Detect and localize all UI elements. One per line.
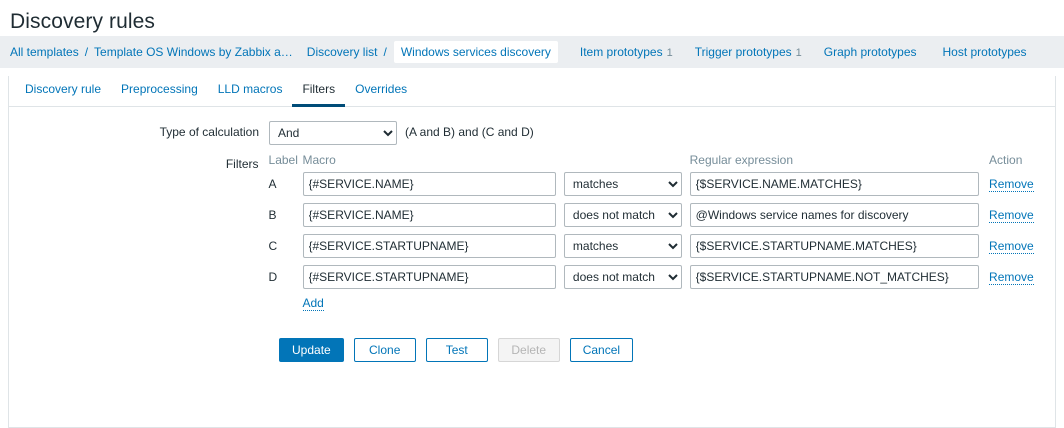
macro-input-b[interactable] xyxy=(303,203,556,227)
filters-row: Filters Label Macro Regular expression A… xyxy=(9,153,1055,317)
row-regex-cell-d xyxy=(682,265,979,296)
row-action-cell-d: Remove xyxy=(979,265,1055,296)
nav-host-prototypes[interactable]: Host prototypes xyxy=(943,45,1031,59)
operator-select-c[interactable]: matches xyxy=(564,234,682,258)
breadcrumb-item-all-templates[interactable]: All templates xyxy=(10,45,79,59)
row-operator-cell-c: matches xyxy=(556,234,682,265)
header-regular-expression: Regular expression xyxy=(682,153,979,172)
type-of-calculation-select[interactable]: And/Or And Or Custom expression xyxy=(269,121,397,145)
row-label-c: C xyxy=(269,234,303,265)
operator-select-d[interactable]: does not match xyxy=(564,265,682,289)
content-panel: Discovery rule Preprocessing LLD macros … xyxy=(8,76,1056,428)
remove-link-a[interactable]: Remove xyxy=(989,177,1034,192)
update-button[interactable]: Update xyxy=(279,338,344,362)
nav-graph-prototypes[interactable]: Graph prototypes xyxy=(824,45,921,59)
remove-link-c[interactable]: Remove xyxy=(989,239,1034,254)
row-regex-cell-b xyxy=(682,203,979,234)
form-actions: Update Clone Test Delete Cancel xyxy=(9,338,1055,362)
breadcrumb-item-current: Windows services discovery xyxy=(394,41,558,63)
row-operator-cell-d: does not match xyxy=(556,265,682,296)
page-title: Discovery rules xyxy=(0,0,1064,36)
remove-link-b[interactable]: Remove xyxy=(989,208,1034,223)
regex-input-c[interactable] xyxy=(690,234,979,258)
header-macro: Macro xyxy=(303,153,556,172)
filters-table-header-row: Label Macro Regular expression Action xyxy=(269,153,1055,172)
regex-input-b[interactable] xyxy=(690,203,979,227)
type-of-calculation-label: Type of calculation xyxy=(9,121,269,139)
delete-button: Delete xyxy=(498,338,560,362)
filters-table: Label Macro Regular expression Action A xyxy=(269,153,1055,317)
operator-select-b[interactable]: does not match xyxy=(564,203,682,227)
breadcrumb-item-discovery-list[interactable]: Discovery list xyxy=(307,45,378,59)
table-row: A matches xyxy=(269,172,1055,203)
header-label: Label xyxy=(269,153,303,172)
row-action-cell-a: Remove xyxy=(979,172,1055,203)
filters-add-row: Add xyxy=(269,296,1055,317)
nav-host-prototypes-label: Host prototypes xyxy=(943,45,1027,59)
table-row: D does not match xyxy=(269,265,1055,296)
nav-trigger-prototypes[interactable]: Trigger prototypes 1 xyxy=(695,45,802,59)
row-macro-cell-b xyxy=(303,203,556,234)
breadcrumb-separator: / xyxy=(79,45,94,59)
row-action-cell-c: Remove xyxy=(979,234,1055,265)
nav-graph-prototypes-label: Graph prototypes xyxy=(824,45,917,59)
row-macro-cell-d xyxy=(303,265,556,296)
type-of-calculation-row: Type of calculation And/Or And Or Custom… xyxy=(9,121,1055,145)
test-button[interactable]: Test xyxy=(426,338,488,362)
breadcrumb: All templates / Template OS Windows by Z… xyxy=(0,36,1064,68)
filters-label: Filters xyxy=(9,153,269,171)
cancel-button[interactable]: Cancel xyxy=(570,338,633,362)
add-row-spacer xyxy=(269,296,303,317)
nav-trigger-prototypes-label: Trigger prototypes xyxy=(695,45,792,59)
operator-select-a[interactable]: matches xyxy=(564,172,682,196)
tab-filters[interactable]: Filters xyxy=(292,76,345,107)
row-macro-cell-a xyxy=(303,172,556,203)
calculation-formula: (A and B) and (C and D) xyxy=(397,121,534,139)
add-filter-link[interactable]: Add xyxy=(303,296,324,311)
macro-input-c[interactable] xyxy=(303,234,556,258)
row-operator-cell-b: does not match xyxy=(556,203,682,234)
form-tabs: Discovery rule Preprocessing LLD macros … xyxy=(9,76,1055,107)
row-regex-cell-c xyxy=(682,234,979,265)
tab-discovery-rule[interactable]: Discovery rule xyxy=(15,76,111,107)
nav-item-prototypes[interactable]: Item prototypes 1 xyxy=(580,45,673,59)
clone-button[interactable]: Clone xyxy=(354,338,416,362)
row-label-a: A xyxy=(269,172,303,203)
nav-item-prototypes-count: 1 xyxy=(667,47,673,59)
row-regex-cell-a xyxy=(682,172,979,203)
row-operator-cell-a: matches xyxy=(556,172,682,203)
filters-table-wrap: Label Macro Regular expression Action A xyxy=(269,153,1055,317)
row-action-cell-b: Remove xyxy=(979,203,1055,234)
tab-preprocessing[interactable]: Preprocessing xyxy=(111,76,208,107)
regex-input-d[interactable] xyxy=(690,265,979,289)
breadcrumb-item-template[interactable]: Template OS Windows by Zabbix a… xyxy=(94,45,293,59)
breadcrumb-separator-2: / xyxy=(377,45,392,59)
header-operator xyxy=(556,153,682,172)
nav-trigger-prototypes-count: 1 xyxy=(796,47,802,59)
macro-input-a[interactable] xyxy=(303,172,556,196)
filters-form: Type of calculation And/Or And Or Custom… xyxy=(9,107,1055,362)
regex-input-a[interactable] xyxy=(690,172,979,196)
row-label-b: B xyxy=(269,203,303,234)
table-row: B does not match xyxy=(269,203,1055,234)
row-label-d: D xyxy=(269,265,303,296)
add-row-cell: Add xyxy=(303,296,1056,317)
remove-link-d[interactable]: Remove xyxy=(989,270,1034,285)
row-macro-cell-c xyxy=(303,234,556,265)
nav-item-prototypes-label: Item prototypes xyxy=(580,45,663,59)
macro-input-d[interactable] xyxy=(303,265,556,289)
tab-lld-macros[interactable]: LLD macros xyxy=(208,76,293,107)
header-action: Action xyxy=(979,153,1055,172)
table-row: C matches xyxy=(269,234,1055,265)
tab-overrides[interactable]: Overrides xyxy=(345,76,417,107)
